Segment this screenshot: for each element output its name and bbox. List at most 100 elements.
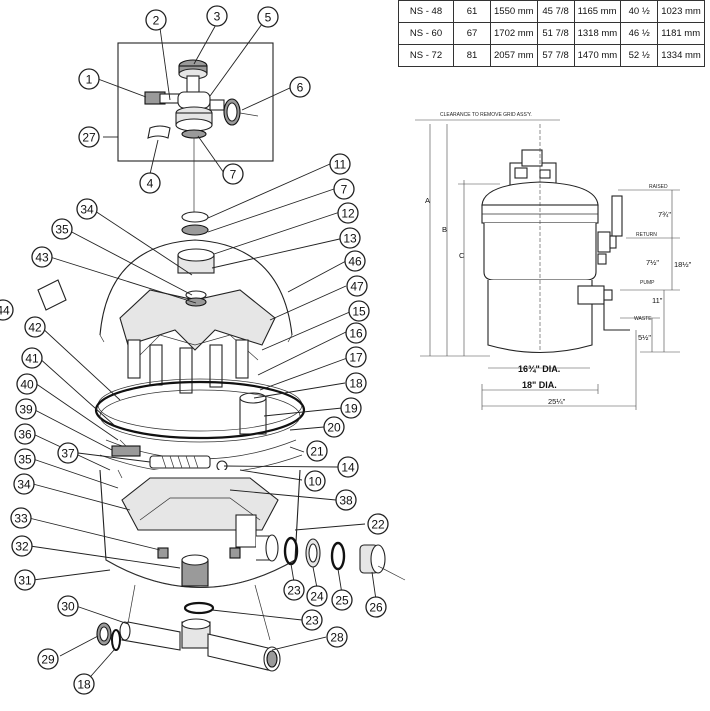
callout-number: 21 bbox=[310, 445, 324, 459]
callout-26: 26 bbox=[365, 596, 387, 618]
callout-18: 18 bbox=[73, 673, 95, 695]
callout-14: 14 bbox=[337, 456, 359, 478]
callout-circle bbox=[37, 648, 59, 670]
callout-number: 28 bbox=[330, 631, 344, 645]
callout-number: 7 bbox=[230, 168, 237, 182]
callout-number: 23 bbox=[305, 614, 319, 628]
callout-5: 5 bbox=[257, 6, 279, 28]
callout-17: 17 bbox=[345, 346, 367, 368]
callout-31: 31 bbox=[14, 569, 36, 591]
spec-cell: 46 ½ bbox=[620, 22, 659, 45]
callout-35: 35 bbox=[14, 448, 36, 470]
callout-25: 25 bbox=[331, 589, 353, 611]
callout-number: 6 bbox=[297, 81, 304, 95]
callout-number: 35 bbox=[18, 453, 32, 467]
spec-cell: 57 7/8 bbox=[536, 44, 575, 67]
callout-circle bbox=[331, 589, 353, 611]
callout-circle bbox=[14, 423, 36, 445]
spec-cell: 2057 mm bbox=[490, 44, 538, 67]
callout-10: 10 bbox=[304, 470, 326, 492]
spec-cell: 1181 mm bbox=[657, 22, 705, 45]
callout-number: 47 bbox=[350, 280, 364, 294]
dim-waste: WASTE bbox=[634, 316, 652, 322]
callout-circle bbox=[345, 346, 367, 368]
spec-cell: NS - 60 bbox=[398, 22, 454, 45]
callout-number: 4 bbox=[147, 177, 154, 191]
callout-11: 11 bbox=[329, 153, 351, 175]
callout-number: 10 bbox=[308, 475, 322, 489]
callout-number: 40 bbox=[20, 378, 34, 392]
callout-number: 18 bbox=[349, 377, 363, 391]
callout-circle bbox=[13, 473, 35, 495]
callout-circle bbox=[337, 456, 359, 478]
spec-cell: 61 bbox=[453, 0, 491, 23]
callout-circle bbox=[344, 250, 366, 272]
callout-number: 42 bbox=[28, 321, 42, 335]
callout-number: 26 bbox=[369, 601, 383, 615]
callout-circle bbox=[346, 275, 368, 297]
callout-circle bbox=[306, 585, 328, 607]
callout-3: 3 bbox=[206, 5, 228, 27]
spec-cell: 1470 mm bbox=[573, 44, 622, 67]
callout-number: 32 bbox=[15, 540, 29, 554]
dim-label-c: C bbox=[459, 251, 465, 260]
callout-number: 13 bbox=[343, 232, 357, 246]
callout-circle bbox=[31, 246, 53, 268]
callout-39: 39 bbox=[15, 398, 37, 420]
spec-cell: 1334 mm bbox=[657, 44, 705, 67]
multiport-valve-drawing bbox=[144, 59, 259, 139]
callout-number: 34 bbox=[80, 203, 94, 217]
spec-cell: NS - 72 bbox=[398, 44, 454, 67]
callout-circle bbox=[289, 76, 311, 98]
callout-circle bbox=[257, 6, 279, 28]
callout-46: 46 bbox=[344, 250, 366, 272]
dim-return: RETURN bbox=[636, 232, 657, 238]
callout-circle bbox=[301, 609, 323, 631]
dim-5-1-2: 5½" bbox=[638, 333, 651, 342]
callout-circle bbox=[15, 398, 37, 420]
callout-circle bbox=[306, 440, 328, 462]
callout-number: 25 bbox=[335, 594, 349, 608]
callout-number: 44 bbox=[0, 304, 10, 318]
callout-number: 12 bbox=[341, 207, 355, 221]
callout-circle bbox=[348, 300, 370, 322]
callout-circle bbox=[345, 322, 367, 344]
callout-16: 16 bbox=[345, 322, 367, 344]
callout-34: 34 bbox=[13, 473, 35, 495]
callout-22: 22 bbox=[367, 513, 389, 535]
callout-circle bbox=[323, 416, 345, 438]
spec-cell: 51 7/8 bbox=[536, 22, 575, 45]
callout-12: 12 bbox=[337, 202, 359, 224]
callout-number: 43 bbox=[35, 251, 49, 265]
callout-23: 23 bbox=[301, 609, 323, 631]
callout-number: 35 bbox=[55, 223, 69, 237]
callout-28: 28 bbox=[326, 626, 348, 648]
spec-cell: 67 bbox=[453, 22, 491, 45]
callout-number: 18 bbox=[77, 678, 91, 692]
callout-circle bbox=[57, 595, 79, 617]
callout-number: 5 bbox=[265, 11, 272, 25]
callout-43: 43 bbox=[31, 246, 53, 268]
callout-number: 17 bbox=[349, 351, 363, 365]
callout-number: 20 bbox=[327, 421, 341, 435]
callout-number: 24 bbox=[310, 590, 324, 604]
callout-number: 2 bbox=[153, 14, 160, 28]
callout-circle bbox=[335, 489, 357, 511]
valve-inset-box bbox=[117, 42, 274, 162]
callout-circle bbox=[14, 448, 36, 470]
callout-number: 38 bbox=[339, 494, 353, 508]
callout-circle bbox=[78, 126, 100, 148]
callout-circle bbox=[337, 202, 359, 224]
callout-7: 7 bbox=[333, 178, 355, 200]
callout-21: 21 bbox=[306, 440, 328, 462]
callout-circle bbox=[365, 596, 387, 618]
spec-cell: 1550 mm bbox=[490, 0, 538, 23]
callout-34: 34 bbox=[76, 198, 98, 220]
callout-29: 29 bbox=[37, 648, 59, 670]
bottom-pipe-manifold bbox=[96, 584, 281, 672]
callout-number: 1 bbox=[86, 73, 93, 87]
callout-circle bbox=[329, 153, 351, 175]
callout-circle bbox=[0, 299, 14, 321]
